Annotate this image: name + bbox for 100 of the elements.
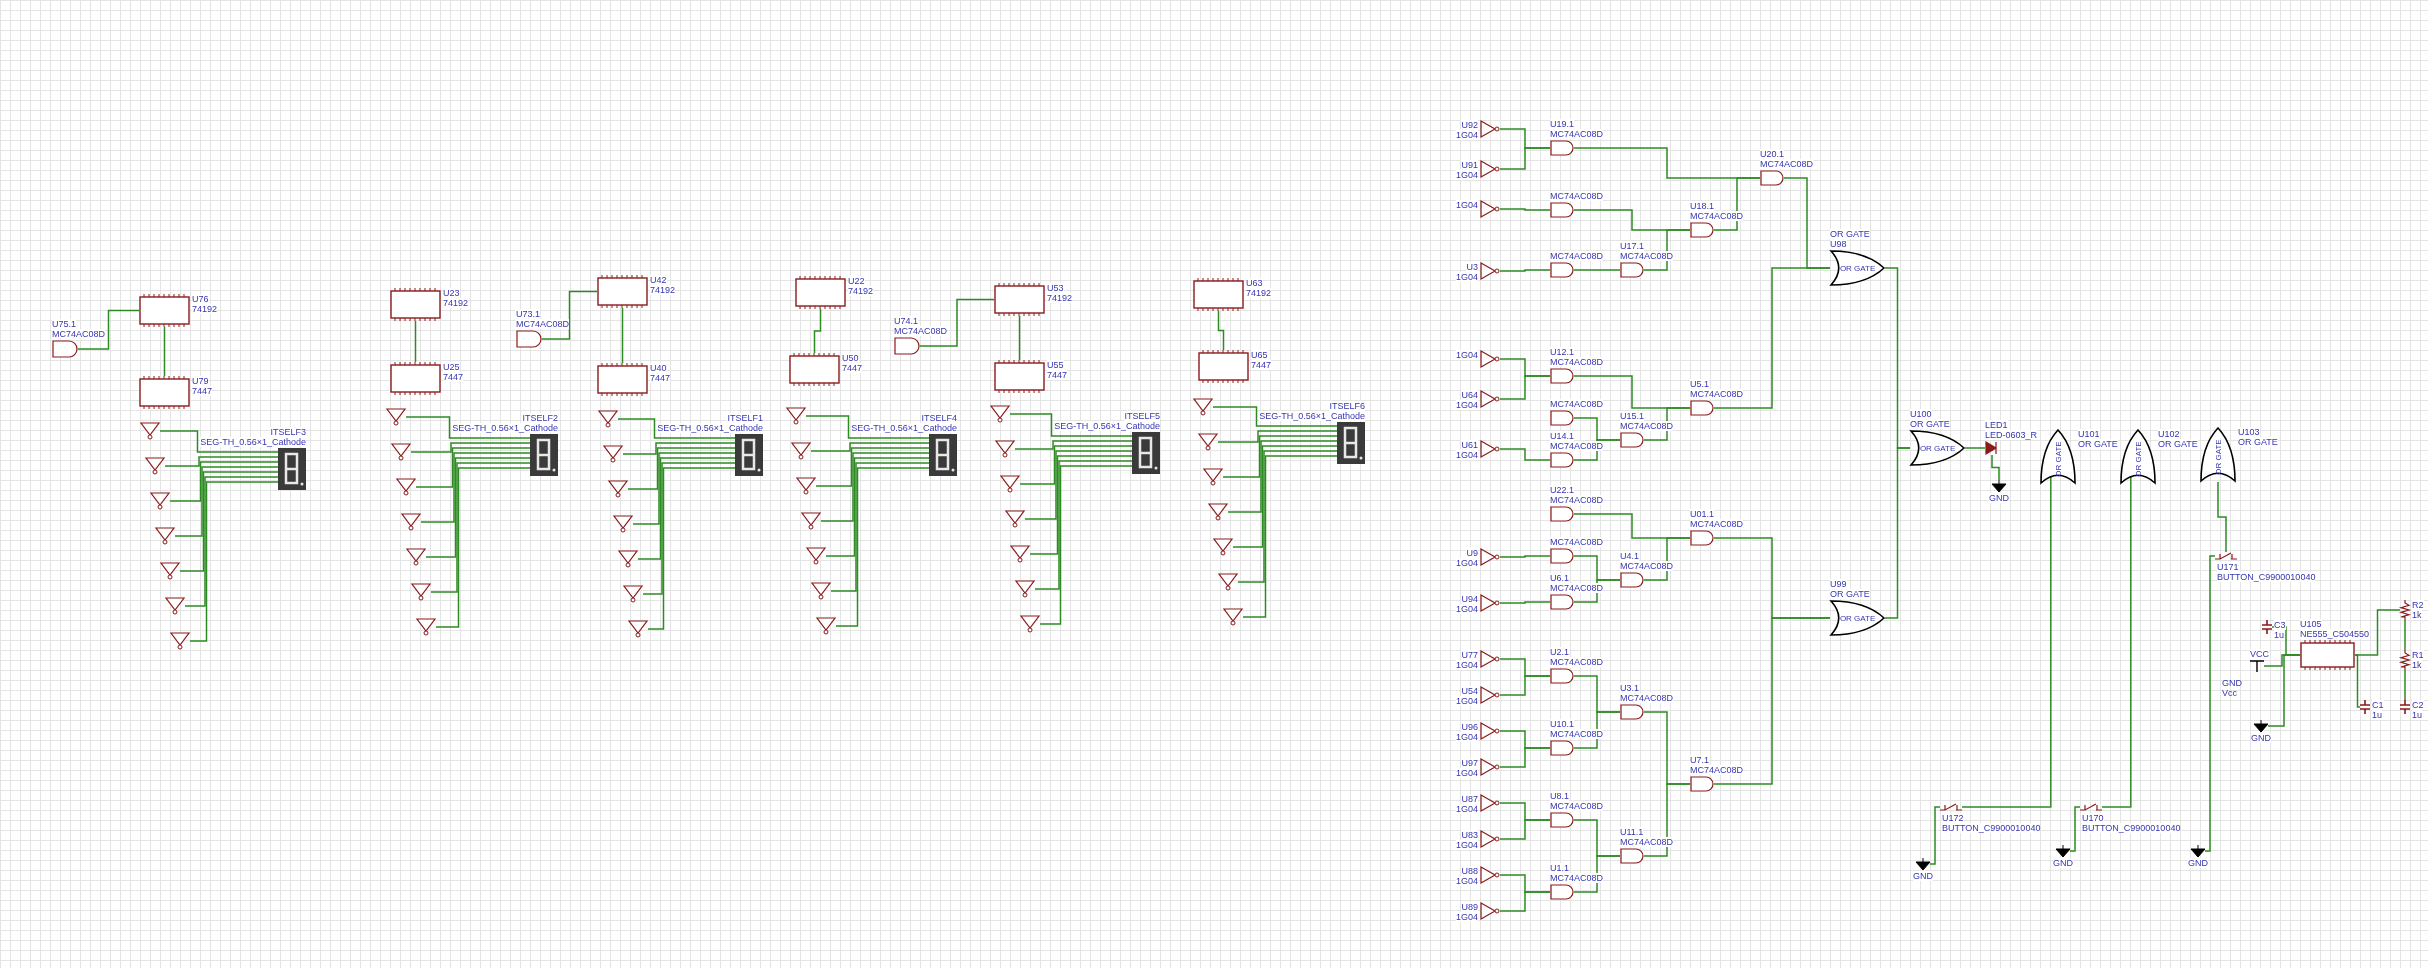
part-label: MC74AC08D (1620, 251, 1674, 261)
wire (1884, 447, 1911, 619)
part-label: U22.1 (1550, 485, 1575, 495)
part-label: SEG-TH_0.56×1_Cathode (200, 437, 306, 447)
part-label: MC74AC08D (1550, 537, 1604, 547)
part-label: 1G04 (1455, 450, 1478, 460)
wire (1212, 406, 1338, 427)
wire (430, 462, 531, 593)
wire (1643, 783, 1691, 857)
wire (174, 466, 279, 537)
part-label: U6.1 (1550, 573, 1569, 583)
part-label: U103 (2238, 427, 2260, 437)
part-label: BUTTON_C9900010040 (2082, 823, 2181, 833)
wire (1499, 208, 1551, 211)
gate-label: OR GATE (2133, 441, 2143, 477)
wire (1991, 454, 2000, 481)
wire (1643, 537, 1691, 581)
part-label: R1 (2412, 650, 2424, 660)
wire (410, 442, 531, 453)
wire (1499, 891, 1551, 912)
part-label: C2 (2412, 700, 2424, 710)
wire (1029, 455, 1133, 555)
part-label: U94 (1461, 594, 1478, 604)
part-label: GND (2053, 858, 2073, 868)
wire (420, 452, 531, 523)
part-label: MC74AC08D (1760, 159, 1814, 169)
part-label: MC74AC08D (1550, 801, 1604, 811)
wire (2354, 654, 2361, 708)
part-label: ITSELF5 (1124, 411, 1160, 421)
part-label: MC74AC08D (1550, 495, 1604, 505)
part-label: 7447 (192, 386, 213, 396)
part-label: 1G04 (1455, 400, 1478, 410)
part-label: U3 (1466, 262, 1478, 272)
part-label: 1G04 (1455, 768, 1478, 778)
part-label: BUTTON_C9900010040 (2217, 572, 2316, 582)
part-label: U15.1 (1620, 411, 1645, 421)
wire (77, 309, 140, 350)
gate-label: OR GATE (1839, 264, 1876, 273)
part-label: 74192 (1246, 288, 1272, 298)
part-label: U98 (1830, 239, 1847, 249)
part-label: MC74AC08D (1550, 441, 1604, 451)
part-label: U7.1 (1690, 755, 1709, 765)
wire (1573, 579, 1621, 603)
wire (621, 307, 624, 364)
part-label: OR GATE (2078, 439, 2118, 449)
part-label: 74192 (192, 304, 218, 314)
part-label: U22 (848, 276, 865, 286)
part-label: 1u (2274, 630, 2284, 640)
part-label: 1G04 (1455, 130, 1478, 140)
gate-label: OR GATE (1919, 444, 1956, 453)
part-label: U25 (443, 362, 460, 372)
wire (164, 456, 279, 467)
wire (1237, 450, 1338, 583)
part-label: MC74AC08D (1690, 211, 1744, 221)
wire (815, 447, 930, 487)
part-label: MC74AC08D (1550, 873, 1604, 883)
part-label: U40 (650, 363, 667, 373)
part-label: U96 (1461, 722, 1478, 732)
wire (813, 308, 822, 354)
part-label: U79 (192, 376, 209, 386)
wire (632, 452, 736, 525)
part-label: U172 (1942, 813, 1964, 823)
net-label: Vcc (2222, 688, 2237, 698)
part-label: U65 (1251, 350, 1268, 360)
wire (1039, 465, 1133, 625)
part-label: U1.1 (1550, 863, 1569, 873)
gate-label: OR GATE (2213, 439, 2223, 475)
part-label: U87 (1461, 794, 1478, 804)
wire (179, 471, 279, 572)
part-label: 74192 (443, 298, 469, 308)
part-label: OR GATE (1830, 229, 1870, 239)
part-label: 1G04 (1455, 804, 1478, 814)
part-label: U88 (1461, 866, 1478, 876)
part-label: MC74AC08D (1620, 561, 1674, 571)
wire (617, 418, 736, 439)
part-label: ITSELF1 (727, 413, 763, 423)
part-label: U20.1 (1760, 149, 1785, 159)
wire (627, 447, 736, 490)
part-label: U101 (2078, 429, 2100, 439)
part-label: OR GATE (2158, 439, 2198, 449)
part-label: U105 (2300, 619, 2322, 629)
part-label: OR GATE (1910, 419, 1950, 429)
part-label: U64 (1461, 390, 1478, 400)
wire (189, 481, 279, 642)
part-label: U75.1 (52, 319, 77, 329)
part-label: U4.1 (1620, 551, 1639, 561)
part-label: SEG-TH_0.56×1_Cathode (657, 423, 763, 433)
part-label: C3 (2274, 620, 2286, 630)
wire (810, 442, 930, 452)
part-label: U5.1 (1690, 379, 1709, 389)
part-label: U55 (1047, 360, 1064, 370)
part-label: MC74AC08D (52, 329, 106, 339)
part-label: U63 (1246, 278, 1263, 288)
wire (1217, 430, 1338, 443)
part-label: U89 (1461, 902, 1478, 912)
wire (1643, 407, 1691, 441)
wire (184, 476, 279, 607)
part-label: 1G04 (1455, 912, 1478, 922)
part-label: ITSELF4 (921, 413, 957, 423)
part-label: 1G04 (1455, 660, 1478, 670)
